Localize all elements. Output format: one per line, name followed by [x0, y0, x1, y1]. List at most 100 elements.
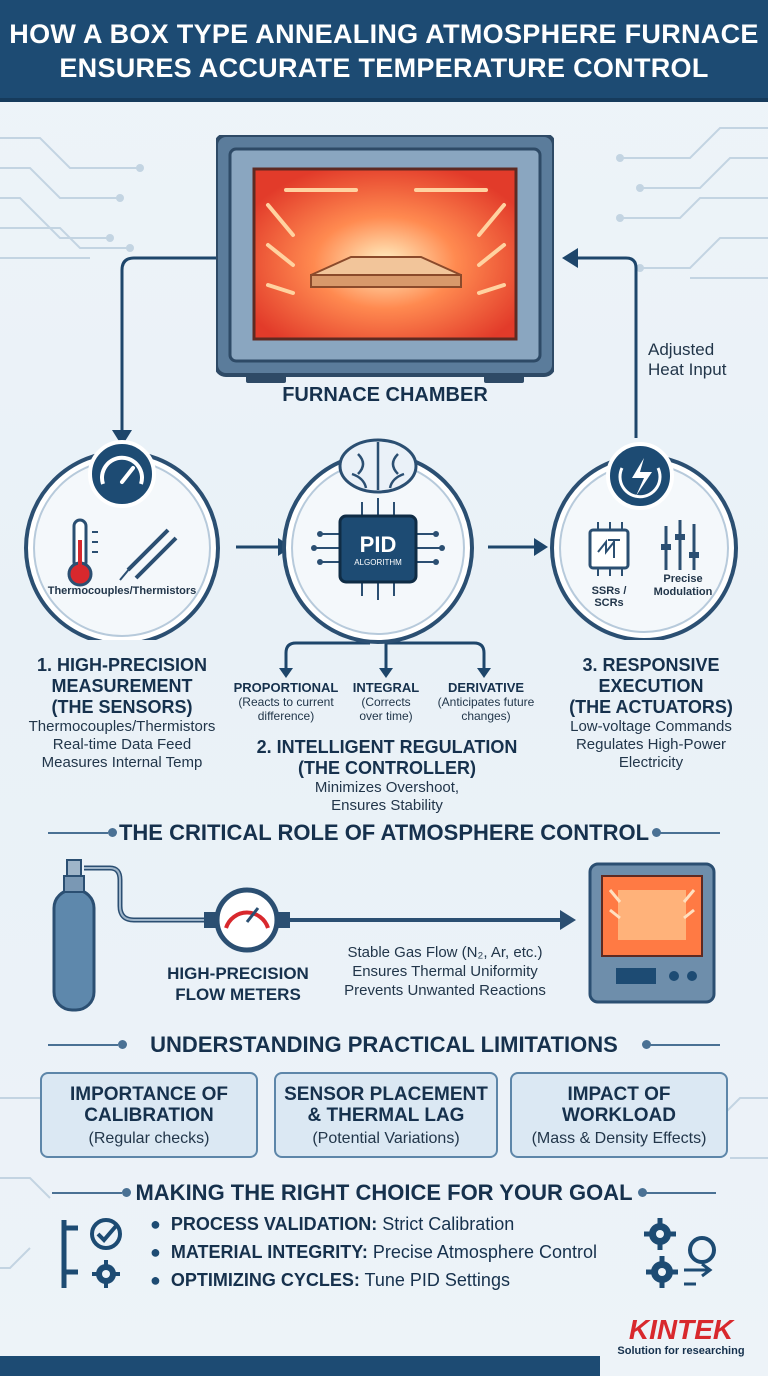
pid-term-name: DERIVATIVE [447, 680, 525, 695]
card-heading-1: SENSOR PLACEMENT [284, 1084, 488, 1105]
actuators-circle [550, 442, 738, 640]
page-title-line-2: ENSURES ACCURATE TEMPERATURE CONTROL [59, 53, 709, 83]
footer-bar [0, 1356, 600, 1376]
gas-flow-desc-3: Prevents Unwanted Reactions [344, 982, 546, 999]
flow-meter-label-line-2: FLOW METERS [175, 985, 301, 1004]
title-banner [0, 0, 768, 102]
brand-logo: KINTEK [628, 1314, 734, 1345]
goal-item-label: OPTIMIZING CYCLES: [170, 1270, 360, 1290]
section-dot-left [118, 1040, 127, 1049]
controller-title-1: 2. INTELLIGENT REGULATION [256, 737, 518, 757]
sensors-circle [24, 440, 220, 640]
pid-term-proportional: PROPORTIONAL (Reacts to current differen… [226, 680, 346, 723]
gears-icon [644, 1218, 716, 1288]
gas-flow-illustration [52, 859, 716, 1012]
actuators-desc-1: Low-voltage Commands [570, 718, 732, 735]
pid-term-desc-1: (Corrects [361, 695, 411, 709]
pid-term-integral: INTEGRAL (Corrects over time) [346, 680, 426, 723]
control-loop-arrows [112, 248, 638, 678]
card-subtext: (Mass & Density Effects) [531, 1130, 707, 1147]
section-rule-right [650, 1044, 720, 1046]
bullet-dot: ● [150, 1214, 171, 1234]
goal-item: ● OPTIMIZING CYCLES: Tune PID Settings [150, 1270, 640, 1298]
limitations-section-title: UNDERSTANDING PRACTICAL LIMITATIONS [150, 1032, 618, 1057]
section-rule-right [660, 832, 720, 834]
card-heading-2: CALIBRATION [84, 1105, 214, 1126]
bullet-dot: ● [150, 1270, 171, 1290]
section-dot-right [642, 1040, 651, 1049]
card-heading-2: WORKLOAD [562, 1105, 676, 1126]
pid-term-name: INTEGRAL [352, 680, 420, 695]
furnace-chamber-label: FURNACE CHAMBER [282, 384, 488, 406]
goal-item: ● PROCESS VALIDATION: Strict Calibration [150, 1214, 640, 1242]
actuators-description: 3. RESPONSIVE EXECUTION (THE ACTUATORS) … [540, 655, 762, 772]
choice-section-title: MAKING THE RIGHT CHOICE FOR YOUR GOAL [135, 1180, 633, 1205]
controller-description: 2. INTELLIGENT REGULATION (THE CONTROLLE… [232, 737, 542, 815]
goal-item-text: Precise Atmosphere Control [367, 1242, 597, 1262]
goal-item-label: MATERIAL INTEGRITY: [170, 1242, 368, 1262]
modulation-label-line-2: Modulation [653, 586, 713, 598]
actuators-desc-3: Electricity [618, 754, 684, 771]
card-subtext: (Potential Variations) [312, 1130, 460, 1147]
limitation-card-calibration: IMPORTANCE OF CALIBRATION (Regular check… [40, 1072, 258, 1158]
section-rule-left [48, 1044, 118, 1046]
flow-meter-label: HIGH-PRECISION FLOW METERS [148, 963, 328, 1005]
goal-list: ● PROCESS VALIDATION: Strict Calibration… [150, 1214, 640, 1298]
sensor-icon-label: Thermocouples/Thermistors [47, 585, 197, 597]
pid-term-desc-2: difference) [257, 709, 315, 723]
flow-meter-label-line-1: HIGH-PRECISION [167, 964, 309, 983]
section-dot-left [108, 828, 117, 837]
sensors-description: 1. HIGH-PRECISION MEASUREMENT (THE SENSO… [8, 655, 236, 772]
card-subtext: (Regular checks) [88, 1130, 210, 1147]
modulation-label: Precise Modulation [652, 573, 714, 599]
actuators-title-2: EXECUTION [598, 676, 704, 696]
brand-tagline: Solution for researching [617, 1345, 745, 1357]
pid-term-name: PROPORTIONAL [233, 680, 339, 695]
sensors-title-1: 1. HIGH-PRECISION [36, 655, 208, 675]
section-dot-left [122, 1188, 131, 1197]
section-rule-right [646, 1192, 716, 1194]
pid-term-desc-1: (Reacts to current [238, 695, 334, 709]
pid-chip-sublabel: ALGORITHM [354, 558, 402, 567]
goal-item-label: PROCESS VALIDATION: [170, 1214, 378, 1234]
actuators-desc-2: Regulates High-Power [575, 736, 727, 753]
goal-item-text: Tune PID Settings [359, 1270, 510, 1290]
controller-circle [282, 438, 474, 644]
furnace-chamber-illustration [216, 135, 554, 383]
card-heading-1: IMPACT OF [567, 1084, 671, 1105]
gas-flow-desc-2: Ensures Thermal Uniformity [352, 963, 538, 980]
checklist-icon [61, 1218, 122, 1288]
section-rule-left [48, 832, 108, 834]
feedback-label-line-2: Heat Input [648, 360, 727, 379]
pid-term-desc-1: (Anticipates future [437, 695, 535, 709]
bullet-dot: ● [150, 1242, 171, 1262]
sensors-desc-3: Measures Internal Temp [41, 754, 203, 771]
feedback-label: Adjusted Heat Input [648, 340, 758, 380]
section-dot-right [638, 1188, 647, 1197]
goal-item: ● MATERIAL INTEGRITY: Precise Atmosphere… [150, 1242, 640, 1270]
sensors-desc-1: Thermocouples/Thermistors [28, 718, 216, 735]
page-title-line-1: HOW A BOX TYPE ANNEALING ATMOSPHERE FURN… [9, 19, 759, 49]
controller-desc-1: Minimizes Overshoot, [314, 779, 460, 796]
controller-title-2: (THE CONTROLLER) [298, 758, 476, 778]
actuators-title-3: (THE ACTUATORS) [569, 697, 733, 717]
sensors-title-3: (THE SENSORS) [51, 697, 193, 717]
section-rule-left [52, 1192, 122, 1194]
controller-desc-2: Ensures Stability [331, 797, 443, 814]
section-dot-right [652, 828, 661, 837]
card-heading-1: IMPORTANCE OF [70, 1084, 228, 1105]
card-heading-2: & THERMAL LAG [307, 1105, 465, 1126]
pid-chip-label: PID [359, 532, 397, 557]
ssr-scr-label: SSRs / SCRs [591, 585, 627, 609]
gas-flow-desc-1: Stable Gas Flow (N₂, Ar, etc.) [347, 944, 543, 961]
pid-term-derivative: DERIVATIVE (Anticipates future changes) [426, 680, 546, 723]
goal-item-text: Strict Calibration [377, 1214, 515, 1234]
limitation-card-workload: IMPACT OF WORKLOAD (Mass & Density Effec… [510, 1072, 728, 1158]
limitation-card-sensor-placement: SENSOR PLACEMENT & THERMAL LAG (Potentia… [274, 1072, 498, 1158]
sensors-desc-2: Real-time Data Feed [52, 736, 192, 753]
feedback-label-line-1: Adjusted [648, 340, 715, 359]
pid-term-desc-2: changes) [461, 709, 511, 723]
actuators-title-1: 3. RESPONSIVE [582, 655, 720, 675]
gas-flow-description: Stable Gas Flow (N₂, Ar, etc.) Ensures T… [320, 943, 570, 1000]
sensors-title-2: MEASUREMENT [51, 676, 193, 696]
